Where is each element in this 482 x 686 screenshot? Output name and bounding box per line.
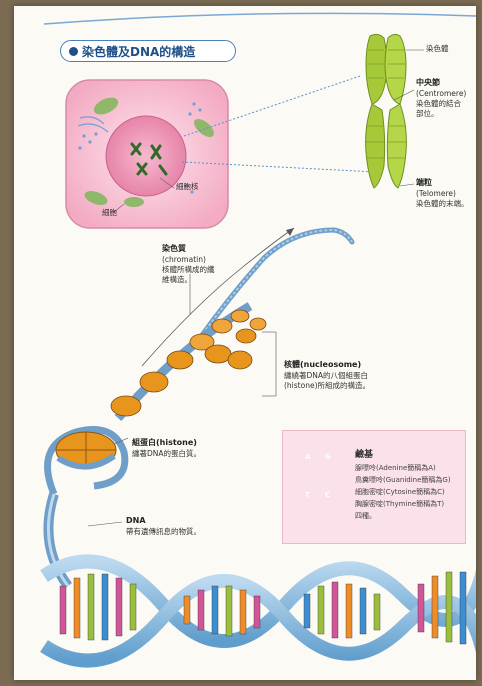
dna-desc-1: 帶有遺傳訊息的物質。	[126, 527, 201, 536]
base-item-summary: 四種。	[355, 511, 376, 521]
dna-label: DNA 帶有遺傳訊息的物質。	[126, 516, 201, 537]
page-title: 染色體及DNA的構造	[60, 40, 236, 62]
base-letter-g: G	[325, 453, 331, 461]
centromere-desc-2: 部位。	[416, 109, 439, 118]
base-letter-t: T	[305, 491, 310, 499]
nucleosome-name: 核體(nucleosome)	[284, 360, 361, 369]
cell-label: 細胞	[102, 208, 117, 218]
dna-helix	[44, 561, 476, 660]
base-item-thymine: 胸腺密啶(Thymine簡稱為T)	[355, 499, 444, 509]
base-item-cytosine: 細胞密啶(Cytosine簡稱為C)	[355, 487, 445, 497]
dna-name: DNA	[126, 516, 146, 525]
chromatin-desc-2: 維構造。	[162, 275, 192, 284]
chromatin-name: 染色質	[162, 244, 186, 253]
histone-illustration	[48, 430, 128, 495]
nucleosome-label: 核體(nucleosome) 纏繞著DNA的八個組蛋白 (histone)所組成…	[284, 360, 370, 391]
chromatin-desc-1: 核體所構成的纖	[162, 265, 215, 274]
cell-illustration	[66, 80, 228, 228]
base-letter-c: C	[325, 491, 330, 499]
telomere-desc-1: 染色體的末端。	[416, 199, 469, 208]
base-item-adenine: 腺嘌呤(Adenine簡稱為A)	[355, 463, 436, 473]
nucleosome-chain	[111, 306, 266, 418]
title-bullet-icon	[69, 47, 78, 56]
diagram-page: 染色體及DNA的構造 細胞核 細胞 染色體 中央節 (Centromere) 染…	[14, 6, 476, 680]
diagram-artwork	[14, 6, 476, 680]
telomere-en: (Telomere)	[416, 189, 456, 198]
page-title-text: 染色體及DNA的構造	[82, 43, 195, 60]
chromatin-label: 染色質 (chromatin) 核體所構成的纖 維構造。	[162, 244, 215, 285]
nucleosome-desc-2: (histone)所組成的構造。	[284, 381, 370, 390]
centromere-desc-1: 染色體的結合	[416, 99, 461, 108]
base-item-guanine: 鳥糞嘌呤(Guanidine簡稱為G)	[355, 475, 451, 485]
chromatin-en: (chromatin)	[162, 255, 206, 264]
nucleosome-desc-1: 纏繞著DNA的八個組蛋白	[284, 371, 368, 380]
telomere-name: 端粒	[416, 178, 432, 187]
histone-desc-1: 纏著DNA的蛋白質。	[132, 449, 201, 458]
histone-label: 組蛋白(histone) 纏著DNA的蛋白質。	[132, 438, 201, 459]
centromere-label: 中央節 (Centromere) 染色體的結合 部位。	[416, 78, 466, 119]
centromere-name: 中央節	[416, 78, 440, 87]
telomere-label: 端粒 (Telomere) 染色體的末端。	[416, 178, 469, 209]
base-letter-a: A	[305, 453, 310, 461]
base-legend-box: A T G C 鹼基 腺嘌呤(Adenine簡稱為A) 鳥糞嘌呤(Guanidi…	[282, 430, 466, 544]
nucleus-label: 細胞核	[176, 182, 199, 192]
histone-name: 組蛋白(histone)	[132, 438, 197, 447]
header-rule	[44, 13, 476, 24]
centromere-en: (Centromere)	[416, 89, 466, 98]
chromosome-label: 染色體	[426, 44, 449, 54]
base-legend-title: 鹼基	[355, 447, 373, 460]
